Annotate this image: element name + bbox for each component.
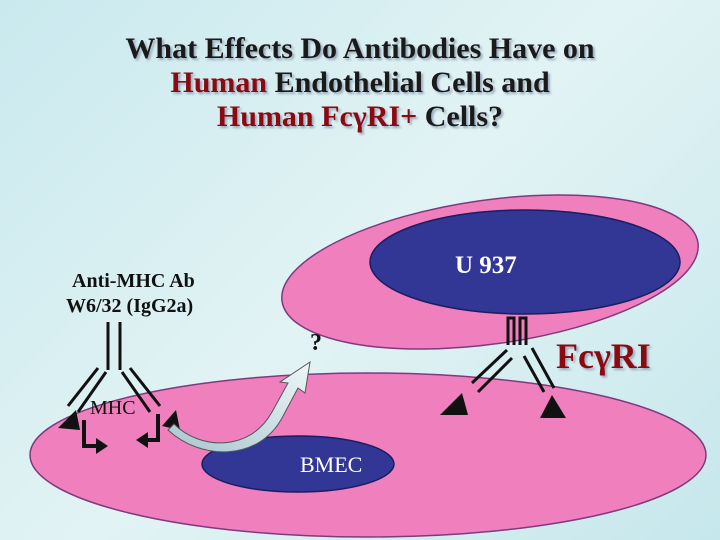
title-line-3: Human FcγRI+ Cells? (0, 100, 720, 134)
title-line-2-rest: Endothelial Cells and (267, 66, 550, 99)
u937-nucleus (369, 209, 681, 315)
slide-title: What Effects Do Antibodies Have on Human… (0, 32, 720, 134)
bmec-nucleus (201, 435, 395, 493)
title-fcgri-cells: Human FcγRI+ (216, 100, 418, 133)
question-mark: ? (310, 330, 322, 356)
title-line-1: What Effects Do Antibodies Have on (125, 32, 595, 65)
u937-label: U 937 (455, 252, 517, 279)
bmec-mhc-bound-left (440, 393, 468, 415)
title-line-2: Human Endothelial Cells and (0, 66, 720, 100)
antibody-label-line-2: W6/32 (IgG2a) (66, 295, 194, 317)
bmec-label: BMEC (300, 452, 363, 477)
mhc-label: MHC (90, 397, 136, 419)
title-line-3-rest: Cells? (417, 100, 504, 133)
bound-antibody (470, 347, 556, 394)
fcgri-label: FcγRI (556, 336, 651, 376)
title-human-1: Human (170, 66, 268, 99)
mhc-molecule-left (58, 410, 108, 454)
anti-mhc-antibody (66, 322, 162, 413)
signal-arrow (167, 360, 311, 453)
antibody-label-line-1: Anti-MHC Ab (72, 270, 195, 292)
bmec-mhc-bound-right (540, 395, 566, 418)
fcgri-receptor (506, 316, 528, 345)
